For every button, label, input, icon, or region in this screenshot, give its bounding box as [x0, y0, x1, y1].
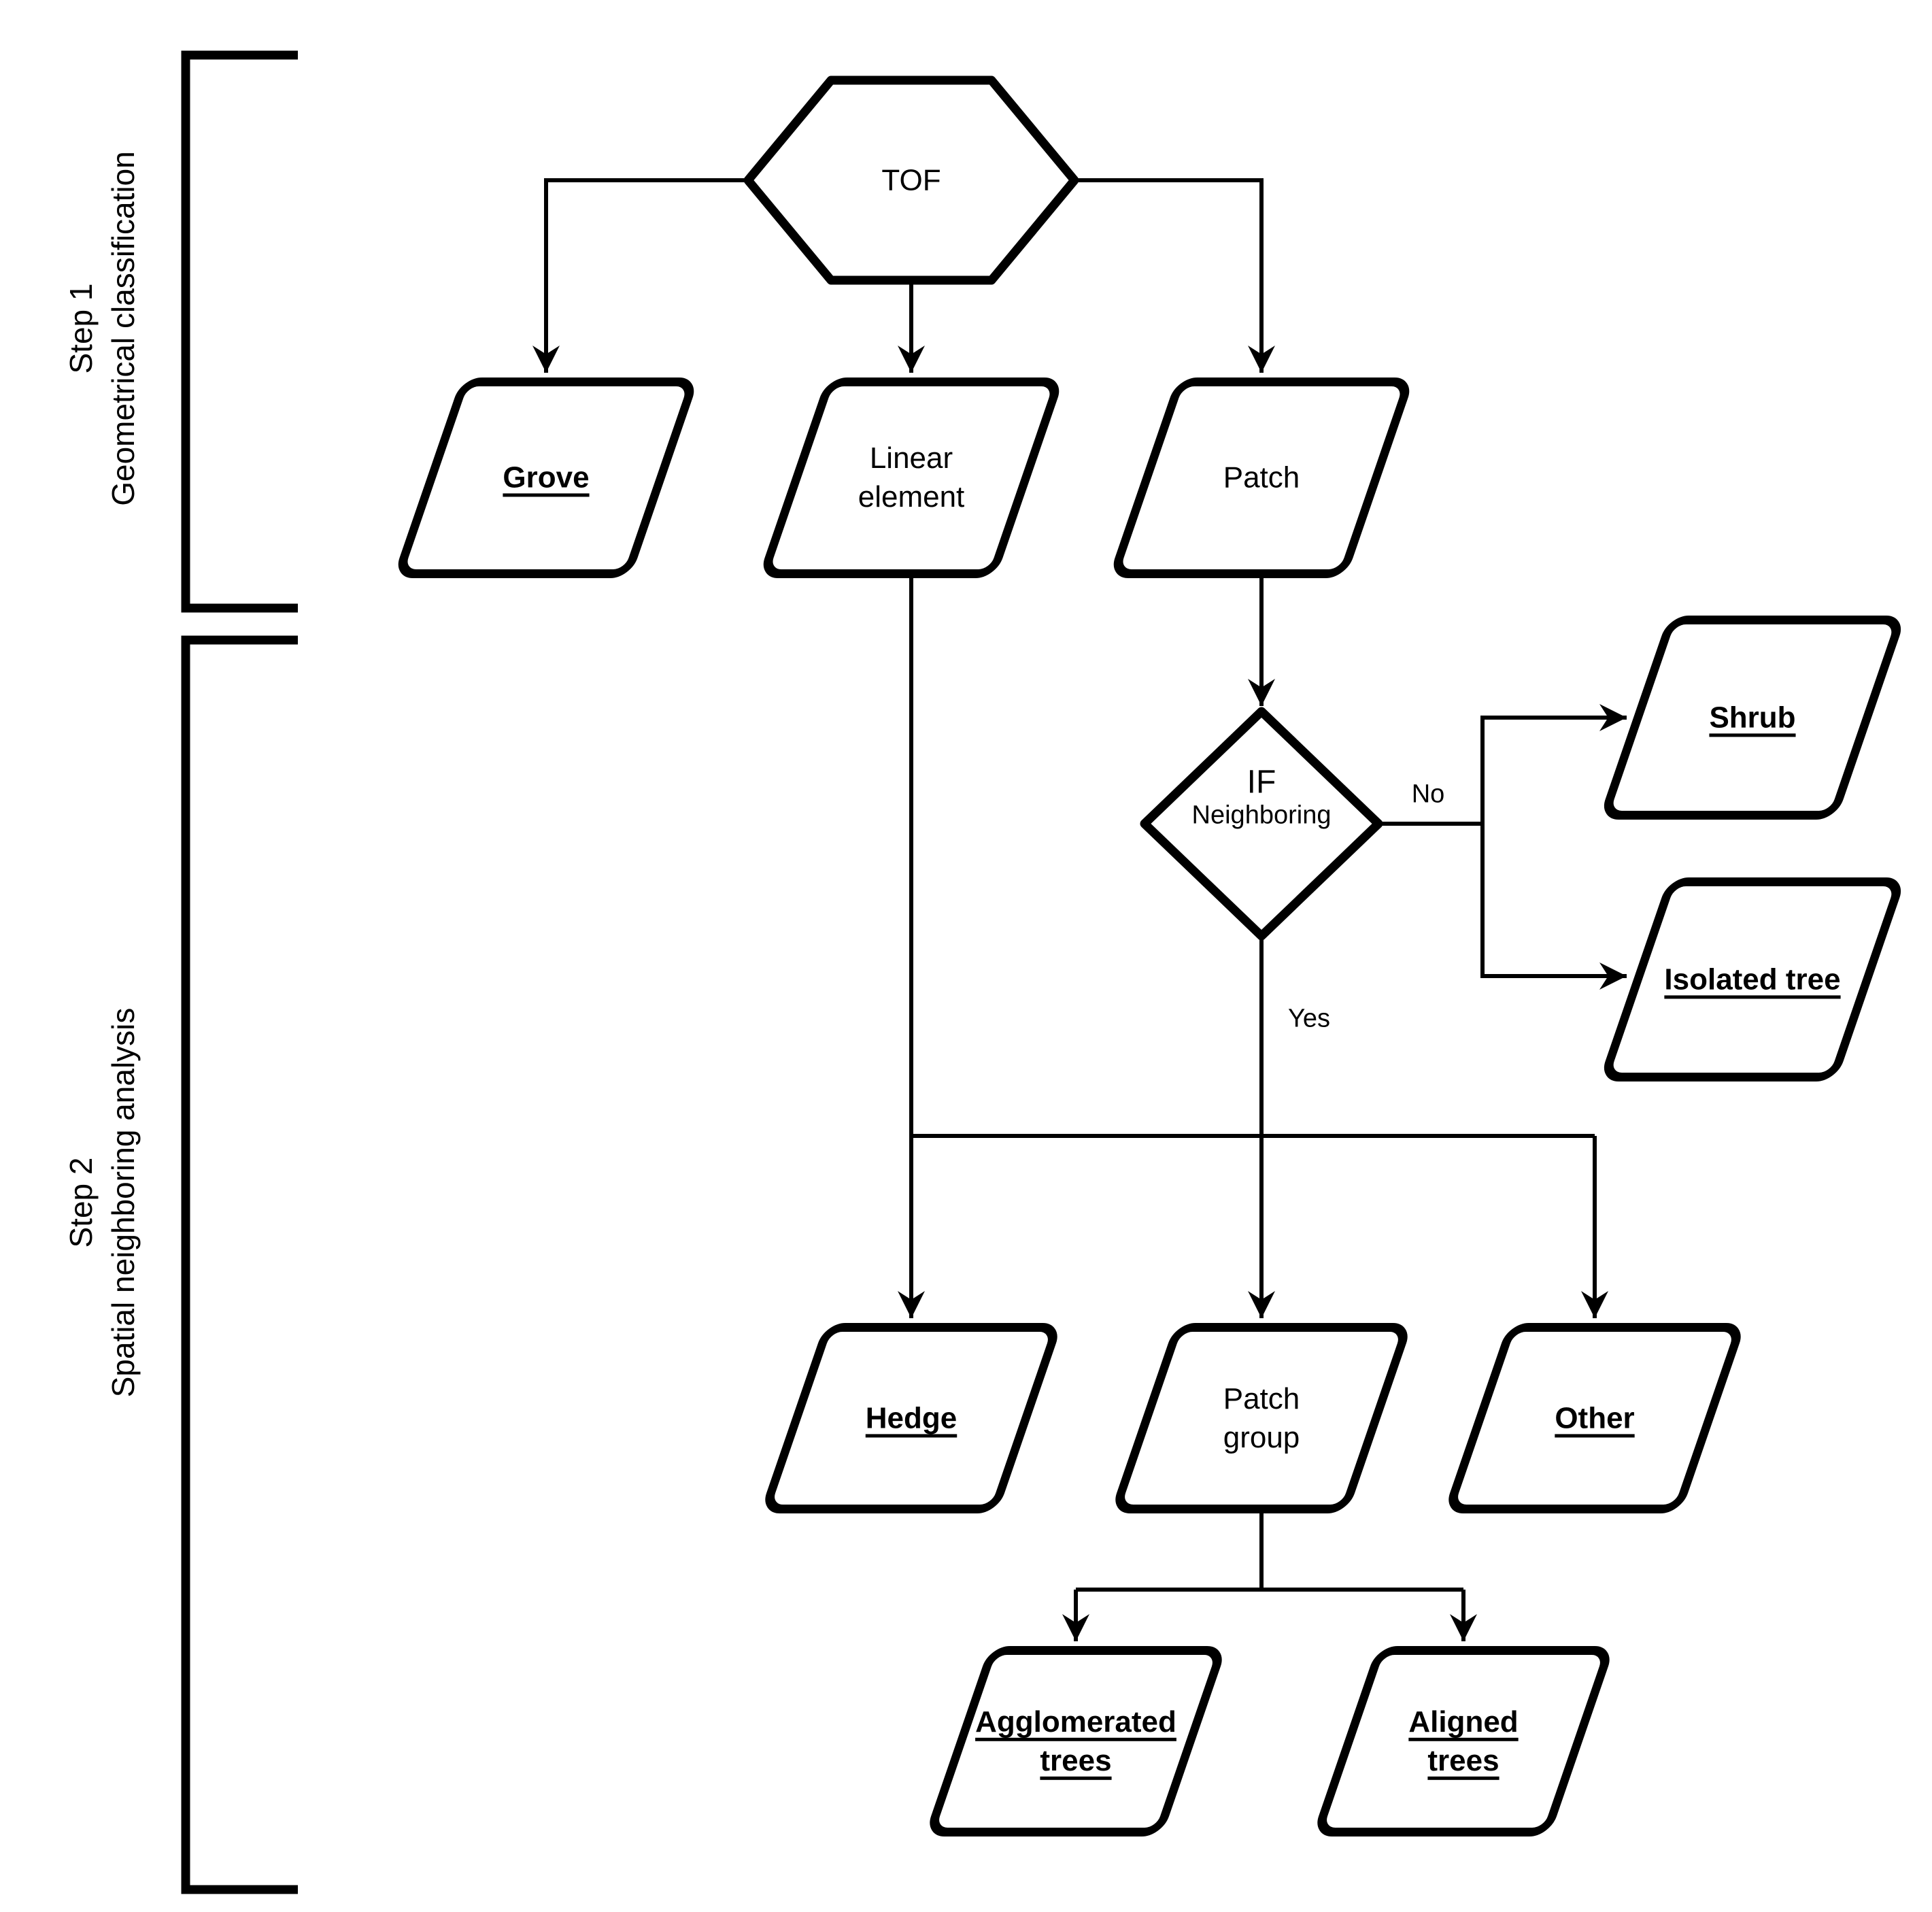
node-shrub-label: Shrub: [1709, 701, 1796, 735]
node-grove-label: Grove: [503, 460, 590, 494]
node-patch-label: Patch: [1223, 460, 1300, 494]
node-hedge-label: Hedge: [865, 1401, 957, 1435]
if-label: IF: [1247, 764, 1276, 801]
edge-label-yes: Yes: [1288, 1004, 1330, 1033]
node-if-neighboring-label: IF Neighboring: [1192, 764, 1332, 831]
node-isolated-tree-label: Isolated tree: [1664, 962, 1841, 996]
node-linear-element-label: Linear element: [858, 441, 965, 514]
step2-bracket: [181, 635, 298, 1894]
node-agglomerated-trees-label: Agglomerated trees: [975, 1705, 1176, 1777]
tof-hexagon-shape: [743, 76, 1079, 285]
edge-label-no: No: [1411, 779, 1445, 809]
edge-no-shrub: [1480, 704, 1627, 824]
node-aligned-trees-label: Aligned trees: [1408, 1705, 1519, 1777]
edge-patch-group-split: [1076, 1513, 1463, 1592]
if-neighboring-diamond-shape: [1140, 707, 1383, 941]
edge-tof-grove: [532, 178, 748, 373]
node-other-label: Other: [1555, 1401, 1635, 1435]
edge-tof-patch: [1074, 178, 1275, 373]
step1-bracket: [181, 50, 298, 613]
node-tof-label: TOF: [881, 163, 941, 197]
edge-no-isolated-tree: [1480, 824, 1627, 990]
neighboring-label: Neighboring: [1191, 801, 1332, 830]
step1-label: Step 1 Geometrical classification: [63, 151, 141, 506]
node-patch-group-label: Patch group: [1223, 1381, 1300, 1454]
step2-label: Step 2 Spatial neighboring analysis: [63, 1007, 141, 1398]
